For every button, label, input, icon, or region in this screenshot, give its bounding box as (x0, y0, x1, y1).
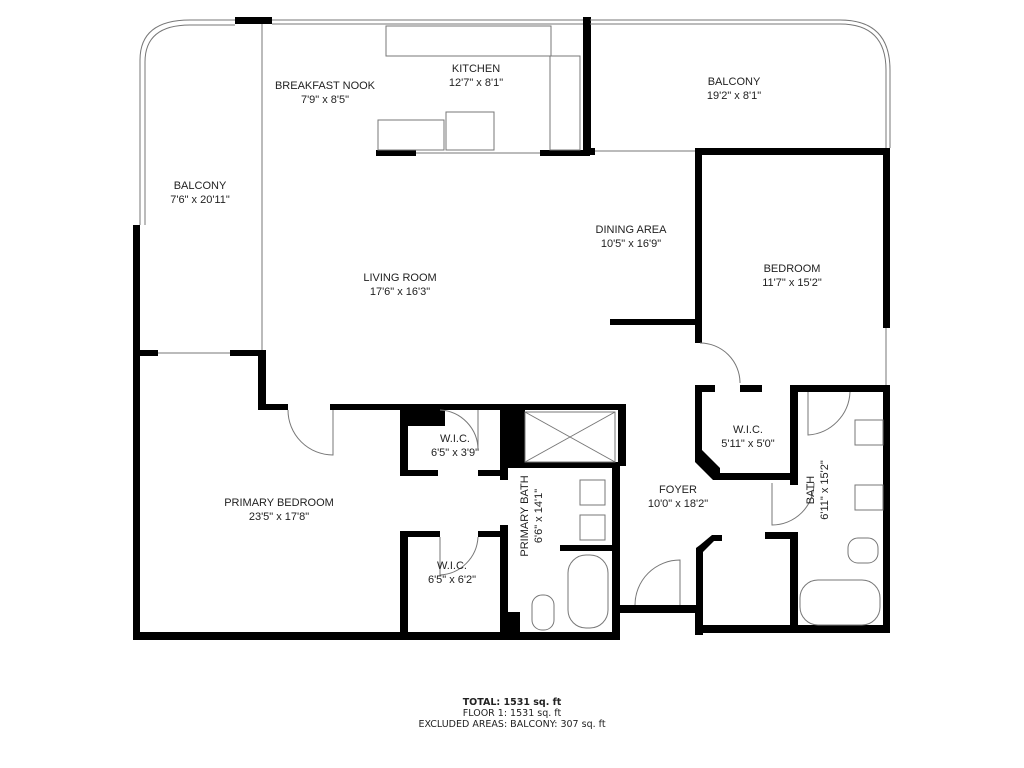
room-name: KITCHEN (451, 63, 501, 75)
room-balcony-top: BALCONY 19'2" x 8'1" (707, 75, 761, 103)
room-dims: 6'5" x 6'2" (427, 574, 477, 586)
room-dims: 7'9" x 8'5" (300, 94, 350, 106)
room-wic-lower: W.I.C. 6'5" x 6'2" (428, 559, 476, 587)
room-name: BREAKFAST NOOK (274, 80, 376, 92)
room-wic-bedroom: W.I.C. 5'11" x 5'0" (721, 423, 774, 451)
room-name: BALCONY (707, 76, 761, 88)
room-name: LIVING ROOM (363, 272, 437, 284)
room-name: DINING AREA (595, 224, 667, 236)
room-dims: 6'6" x 14'1" (533, 488, 545, 544)
room-name: FOYER (659, 484, 697, 496)
room-dims: 10'5" x 16'9" (600, 238, 662, 250)
room-kitchen: KITCHEN 12'7" x 8'1" (449, 62, 503, 90)
total-area: TOTAL: 1531 sq. ft (462, 697, 562, 708)
room-name: PRIMARY BATH (519, 475, 531, 557)
room-dims: 10'0" x 18'2" (647, 498, 709, 510)
area-summary: TOTAL: 1531 sq. ft FLOOR 1: 1531 sq. ft … (0, 697, 1024, 730)
room-dims: 12'7" x 8'1" (448, 77, 504, 89)
room-dining-area: DINING AREA 10'5" x 16'9" (596, 223, 667, 251)
floor-area: FLOOR 1: 1531 sq. ft (462, 708, 562, 719)
room-dims: 23'5" x 17'8" (248, 511, 310, 523)
room-dims: 6'5" x 3'9" (430, 447, 480, 459)
room-wic-upper: W.I.C. 6'5" x 3'9" (431, 432, 479, 460)
room-breakfast-nook: BREAKFAST NOOK 7'9" x 8'5" (275, 79, 375, 107)
room-dims: 7'6" x 20'11" (170, 194, 230, 206)
room-dims: 11'7" x 15'2" (762, 277, 822, 289)
room-name: BALCONY (173, 180, 227, 192)
walls (133, 17, 890, 640)
windows-and-fixtures (139, 19, 891, 631)
room-dims: 6'11" x 15'2" (819, 460, 831, 520)
room-name: BEDROOM (763, 263, 821, 275)
room-name: PRIMARY BEDROOM (224, 497, 334, 509)
room-dims: 19'2" x 8'1" (706, 90, 762, 102)
room-name: BATH (805, 475, 817, 505)
room-primary-bedroom: PRIMARY BEDROOM 23'5" x 17'8" (224, 496, 334, 524)
room-living-room: LIVING ROOM 17'6" x 16'3" (363, 271, 436, 299)
room-balcony-left: BALCONY 7'6" x 20'11" (170, 179, 230, 207)
excluded-area: EXCLUDED AREAS: BALCONY: 307 sq. ft (418, 719, 606, 730)
room-dims: 5'11" x 5'0" (721, 438, 775, 450)
room-dims: 17'6" x 16'3" (369, 286, 431, 298)
room-name: W.I.C. (440, 433, 470, 445)
room-name: W.I.C. (437, 560, 467, 572)
room-foyer: FOYER 10'0" x 18'2" (648, 483, 708, 511)
room-bedroom: BEDROOM 11'7" x 15'2" (762, 262, 822, 290)
room-name: W.I.C. (733, 424, 763, 436)
